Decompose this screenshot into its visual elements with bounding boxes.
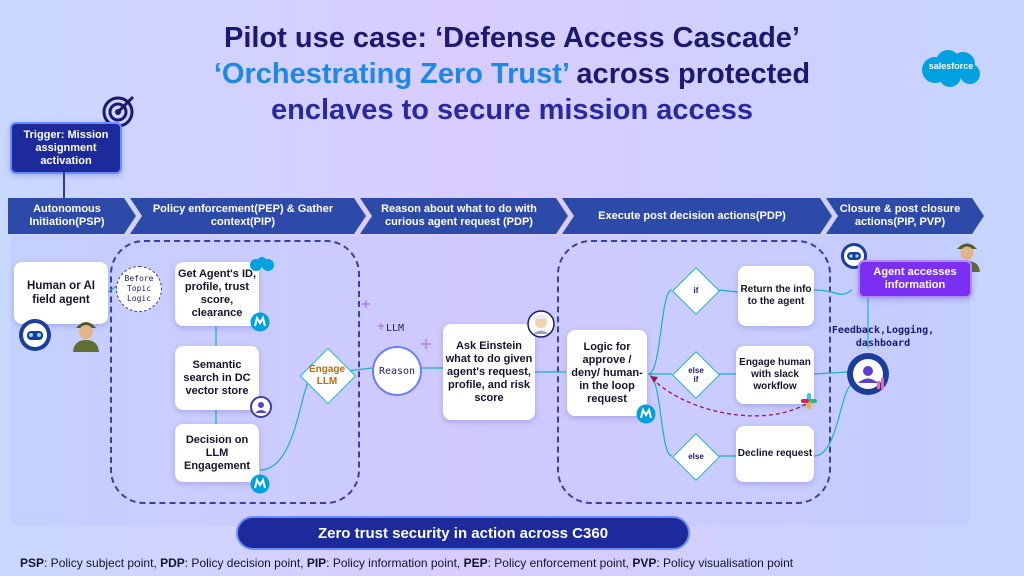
field-agent-card: Human or AI field agent — [14, 262, 108, 324]
mulesoft-icon — [250, 474, 270, 494]
trigger-box: Trigger: Mission assignment activation — [10, 122, 122, 174]
legend-key-pdp: PDP — [160, 556, 185, 570]
salesforce-cloud-icon: salesforce — [918, 48, 984, 88]
semantic-search-card: Semantic search in DC vector store — [175, 346, 259, 410]
if-label: if — [693, 286, 699, 295]
reason-node: Reason — [372, 346, 422, 396]
title-line-2: ‘Orchestrating Zero Trust’ across protec… — [0, 58, 1024, 90]
agent-ring-icon — [846, 352, 890, 396]
agent-ring-icon — [250, 396, 272, 418]
soldier-icon — [70, 316, 102, 352]
legend-key-pep: PEP — [463, 556, 488, 570]
phase-autonomous-initiation: Autonomous Initiation(PSP) — [8, 198, 136, 234]
before-topic-logic: Before Topic Logic — [116, 266, 162, 312]
legend-key-pip: PIP — [306, 556, 327, 570]
zero-trust-banner: Zero trust security in action across C36… — [236, 516, 690, 550]
else-label: else — [688, 452, 704, 461]
legend: PSP: Policy subject point, PDP: Policy d… — [20, 556, 1010, 570]
legend-text-pdp: : Policy decision point, — [184, 556, 307, 570]
einstein-avatar-icon — [527, 310, 555, 338]
title-highlight: ‘Orchestrating Zero Trust’ — [213, 58, 569, 90]
pep-pip-group — [110, 240, 360, 504]
salesforce-logo-text: salesforce — [928, 61, 974, 71]
llm-label: LLM — [386, 323, 405, 334]
legend-key-pvp: PVP — [632, 556, 657, 570]
else-if-label: else if — [688, 366, 704, 384]
legend-key-psp: PSP — [20, 556, 45, 570]
feedback-label: Feedback,Logging, dashboard — [831, 325, 935, 349]
decline-card: Decline request — [736, 426, 814, 482]
title-line-3: enclaves to secure mission access — [270, 94, 753, 126]
legend-text-pip: : Policy information point, — [326, 556, 464, 570]
agent-accesses-card: Agent accesses information — [858, 260, 972, 298]
slack-icon — [800, 392, 818, 410]
phase-reason: Reason about what to do with curious age… — [360, 198, 568, 234]
phase-closure: Closure & post closure actions(PIP, PVP) — [826, 198, 984, 234]
get-agent-card: Get Agent's ID, profile, trust score, cl… — [175, 262, 259, 326]
title-line-1: Pilot use case: ‘Defense Access Cascade’ — [223, 22, 800, 54]
mulesoft-icon — [636, 404, 656, 424]
ask-einstein-card: Ask Einstein what to do given agent's re… — [443, 324, 535, 420]
mulesoft-icon — [250, 312, 270, 332]
decision-llm-card: Decision on LLM Engagement — [175, 424, 259, 482]
engage-llm-label: Engage LLM — [308, 364, 346, 387]
logic-card: Logic for approve / deny/ human-in the l… — [567, 330, 647, 416]
trigger-connector — [63, 172, 65, 200]
einstein-bot-icon — [18, 318, 52, 352]
engage-human-card: Engage human with slack workflow — [736, 346, 814, 404]
legend-text-pvp: : Policy visualisation point — [656, 556, 794, 570]
legend-text-pep: : Policy enforcement point, — [487, 556, 633, 570]
title-line-2-rest: across protected — [568, 58, 811, 90]
phase-policy-enforcement: Policy enforcement(PEP) & Gather context… — [130, 198, 366, 234]
legend-text-psp: : Policy subject point, — [44, 556, 161, 570]
phase-execute: Execute post decision actions(PDP) — [562, 198, 832, 234]
salesforce-cloud-icon — [249, 256, 275, 272]
return-info-card: Return the info to the agent — [738, 266, 814, 326]
